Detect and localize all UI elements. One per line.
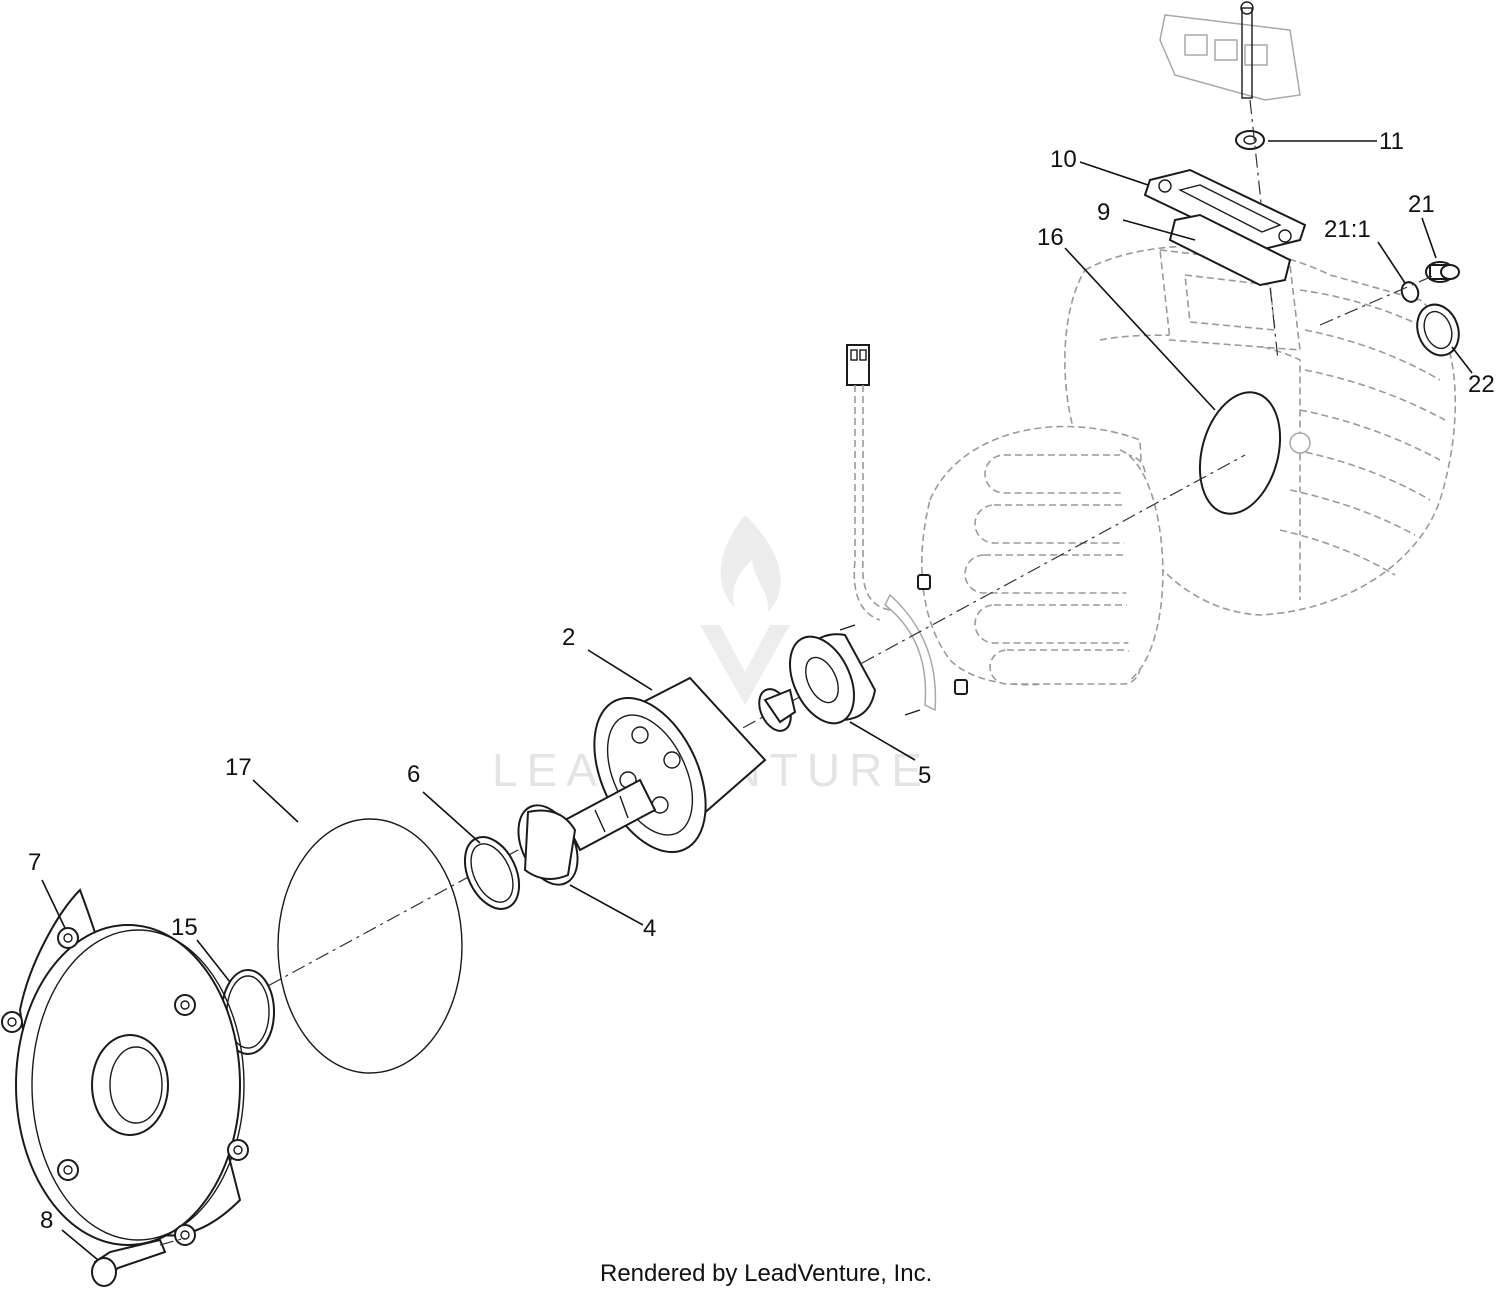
watermark-flame-icon xyxy=(700,515,790,705)
callout-16: 16 xyxy=(1037,224,1064,251)
seal-axis xyxy=(1319,274,1436,326)
plug-21 xyxy=(1425,261,1460,283)
stator-windings xyxy=(921,425,1164,686)
end-cover-7 xyxy=(1,888,249,1246)
footer-credit: Rendered by LeadVenture, Inc. xyxy=(600,1260,932,1287)
callout-8: 8 xyxy=(40,1207,53,1234)
terminal-block xyxy=(1159,1,1301,101)
seal-22 xyxy=(1416,303,1460,357)
callouts: 2 4 5 6 7 8 9 10 11 15 16 17 21 21:1 22 xyxy=(28,128,1495,1234)
bolt-8 xyxy=(91,1237,186,1287)
motor-housing-ghost xyxy=(921,245,1457,686)
callout-17: 17 xyxy=(225,754,252,781)
callout-22: 22 xyxy=(1468,371,1495,398)
callout-21-1: 21:1 xyxy=(1324,216,1371,243)
ring-6 xyxy=(463,836,521,910)
housing-fins xyxy=(1279,289,1446,576)
bearing-5 xyxy=(789,633,877,725)
callout-9: 9 xyxy=(1097,199,1110,226)
callout-10: 10 xyxy=(1050,146,1077,173)
sensor-bracket xyxy=(839,574,968,716)
grommet-11 xyxy=(1235,99,1279,361)
wire-harness xyxy=(846,344,891,621)
callout-11: 11 xyxy=(1379,128,1404,155)
gasket-9 xyxy=(1168,213,1292,287)
gasket-16 xyxy=(1198,391,1282,515)
bearing-4 xyxy=(517,804,579,886)
callout-6: 6 xyxy=(407,761,420,788)
leader-lines xyxy=(41,140,1473,1261)
callout-4: 4 xyxy=(643,915,656,942)
callout-2: 2 xyxy=(562,624,575,651)
o-ring-17 xyxy=(277,818,463,1074)
callout-5: 5 xyxy=(918,762,931,789)
callout-21: 21 xyxy=(1408,191,1435,218)
callout-7: 7 xyxy=(28,849,41,876)
callout-15: 15 xyxy=(171,914,198,941)
cover-plate-10 xyxy=(1143,168,1307,252)
